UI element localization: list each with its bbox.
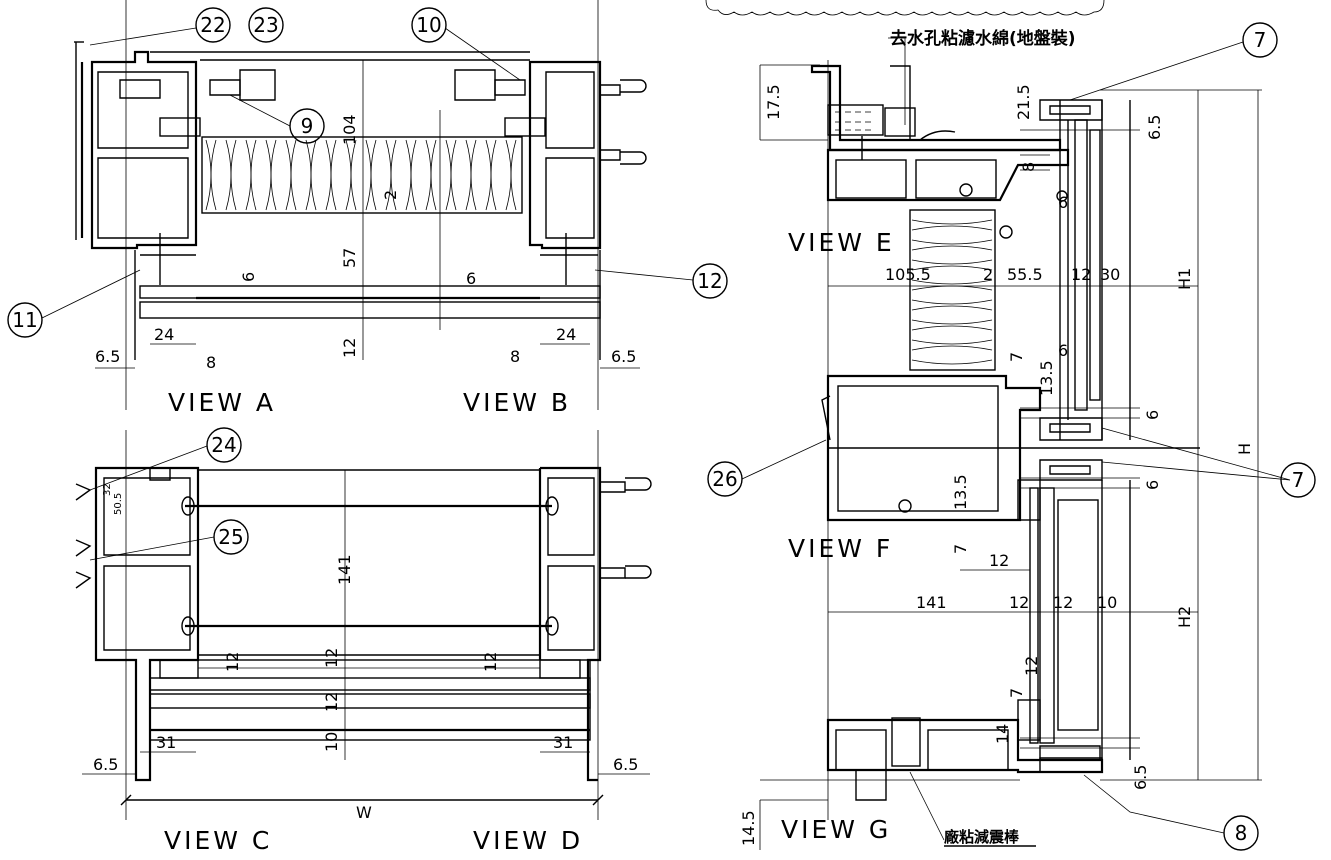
- callout-number: 10: [416, 13, 441, 37]
- dimension-label: 12: [989, 551, 1009, 570]
- callout-number: 9: [301, 114, 314, 138]
- callout-11: 11: [7, 269, 141, 338]
- callout-26: 26: [707, 439, 827, 497]
- dimension-label: 12: [1071, 265, 1091, 284]
- dimension-label: H2: [1175, 606, 1194, 628]
- dimension-label: 55.5: [1007, 265, 1043, 284]
- callout-7-mid: 7: [1101, 427, 1316, 498]
- dimension-label: 10: [1097, 593, 1117, 612]
- dimension-label: 6: [1143, 410, 1162, 420]
- dimension-label: 57: [340, 248, 359, 268]
- callout-24: 24: [89, 427, 242, 491]
- dimension-label: W: [356, 803, 372, 822]
- callout-number: 11: [12, 308, 37, 332]
- dimension-label: 14.5: [739, 810, 758, 846]
- callout-9: 9: [229, 94, 325, 144]
- dimension-label: 6.5: [95, 347, 120, 366]
- callout-number: 26: [712, 467, 737, 491]
- callout-number: 12: [697, 269, 722, 293]
- callout-23: 23: [248, 7, 284, 43]
- dimension-label: 104: [340, 114, 359, 145]
- dimension-label: 31: [553, 733, 573, 752]
- dimension-label: 50.5: [113, 493, 124, 515]
- dimension-label: 24: [154, 325, 174, 344]
- callout-number: 7: [1254, 28, 1267, 52]
- dimension-label: 12: [322, 692, 341, 712]
- callout-8: 8: [1083, 774, 1259, 851]
- dimension-label: 12: [340, 338, 359, 358]
- dimension-label: 6: [1058, 193, 1068, 212]
- dimension-label: 105.5: [885, 265, 931, 284]
- dimension-label: 13.5: [1037, 360, 1056, 396]
- dimension-label: 141: [916, 593, 947, 612]
- dimension-label: 14: [993, 724, 1012, 744]
- callout-number: 24: [211, 433, 236, 457]
- dimension-label: 12: [1053, 593, 1073, 612]
- dimension-label: 30: [1100, 265, 1120, 284]
- dimension-label: 6: [466, 269, 476, 288]
- dimension-label: 10: [322, 732, 341, 752]
- dimension-label: 7: [1007, 688, 1026, 698]
- dimension-label: 31: [156, 733, 176, 752]
- callout-7-top: 7: [1069, 22, 1278, 101]
- dimension-label: H: [1235, 443, 1254, 455]
- dimension-label: 21.5: [1014, 84, 1033, 120]
- section-view-cd: [75, 430, 652, 820]
- dimension-label: 12: [1009, 593, 1029, 612]
- view-c-label: VIEW C: [164, 826, 272, 855]
- callout-number: 8: [1235, 821, 1248, 845]
- callout-number: 22: [200, 13, 225, 37]
- dimension-label: 12: [322, 648, 341, 668]
- callout-number: 25: [218, 525, 243, 549]
- view-g-label: VIEW G: [781, 815, 891, 844]
- callout-12: 12: [594, 263, 728, 299]
- dimension-label: 7: [951, 544, 970, 554]
- dimension-label: 17.5: [764, 84, 783, 120]
- note-damper: 廠粘減震棒: [909, 771, 1036, 847]
- dimension-label: 6: [239, 272, 258, 282]
- dimension-label: 6: [1058, 341, 1068, 360]
- callout-25: 25: [89, 519, 249, 561]
- dimension-label: 2: [983, 265, 993, 284]
- dimension-label: 8: [1019, 162, 1038, 172]
- dimension-label: 12: [481, 652, 500, 672]
- dimension-label: 8: [510, 347, 520, 366]
- view-d-label: VIEW D: [473, 826, 583, 855]
- view-e-label: VIEW E: [788, 228, 895, 257]
- dimension-label: 6.5: [611, 347, 636, 366]
- callout-10: 10: [411, 7, 521, 81]
- note-text: 去水孔粘濾水綿(地盤裝): [890, 28, 1076, 49]
- callout-number: 23: [253, 13, 278, 37]
- dimension-label: 6.5: [1131, 765, 1150, 790]
- dimension-label: 12: [1022, 656, 1041, 676]
- dimension-label: 6.5: [613, 755, 638, 774]
- section-view-ab: [74, 0, 647, 410]
- dimension-label: 8: [206, 353, 216, 372]
- dimension-label: 7: [1007, 352, 1026, 362]
- dimension-label: 6: [1143, 480, 1162, 490]
- view-b-label: VIEW B: [463, 388, 571, 417]
- callout-22: 22: [89, 7, 231, 46]
- dimension-label: 6.5: [1145, 115, 1164, 140]
- dimension-label: 32: [102, 483, 113, 496]
- view-a-label: VIEW A: [168, 388, 276, 417]
- section-view-efg: [705, 0, 1262, 850]
- dimension-label: 141: [335, 554, 354, 585]
- dimension-label: 24: [556, 325, 576, 344]
- dimension-label: 2: [381, 190, 400, 200]
- dimension-label: H1: [1175, 268, 1194, 290]
- dimension-label: 13.5: [951, 474, 970, 510]
- dimension-label: 12: [223, 652, 242, 672]
- note-drain-filter: 去水孔粘濾水綿(地盤裝): [888, 28, 1076, 125]
- dimension-label: 6.5: [93, 755, 118, 774]
- callout-number: 7: [1292, 468, 1305, 492]
- view-f-label: VIEW F: [788, 534, 893, 563]
- note-text: 廠粘減震棒: [944, 828, 1020, 846]
